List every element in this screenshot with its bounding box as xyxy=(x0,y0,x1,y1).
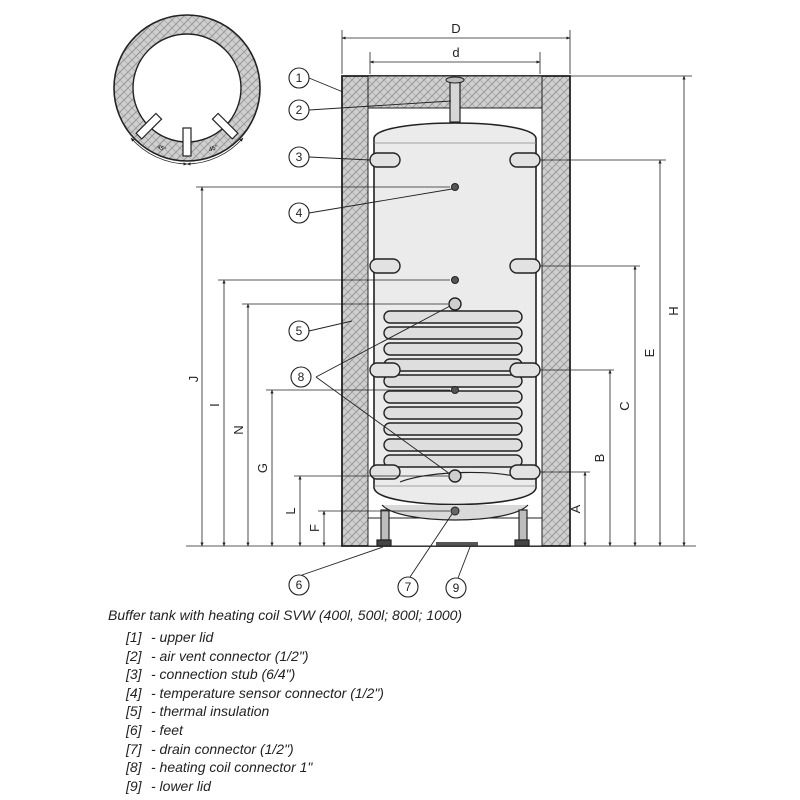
angle-label-left: 45° xyxy=(156,145,167,154)
lower-lid xyxy=(436,542,478,546)
legend-item-number: [6] xyxy=(126,721,142,738)
angle-label-right: 45° xyxy=(208,144,219,153)
legend-item-text: - air vent connector (1/2") xyxy=(151,647,309,664)
legend-item-text: - temperature sensor connector (1/2") xyxy=(151,684,384,701)
legend-item-number: [8] xyxy=(126,759,142,776)
legend-item-text: - upper lid xyxy=(151,629,214,645)
legend-item-text: - drain connector (1/2") xyxy=(151,740,294,757)
dim-label-d: d xyxy=(452,45,459,60)
callout-2 xyxy=(288,99,310,121)
legend-item-number: [2] xyxy=(126,647,142,664)
callout-8 xyxy=(290,366,312,388)
legend-item-number: [4] xyxy=(126,684,142,701)
feet xyxy=(376,509,530,547)
callout-number-9: 9 xyxy=(453,581,460,595)
legend-item-number: [9] xyxy=(126,777,142,794)
legend-item: [3] - connection stub (6/4") xyxy=(126,665,384,684)
dim-label-C: C xyxy=(617,401,632,410)
dim-label-A: A xyxy=(568,504,583,513)
dim-label-E: E xyxy=(642,348,657,357)
legend-item: [7] - drain connector (1/2") xyxy=(126,740,384,759)
callout-number-6: 6 xyxy=(296,578,303,592)
dim-label-N: N xyxy=(231,425,246,434)
callout-circles xyxy=(288,67,467,599)
legend-item-text: - feet xyxy=(151,721,183,738)
diagram-caption: Buffer tank with heating coil SVW (400l,… xyxy=(108,607,463,623)
dim-label-I: I xyxy=(207,403,222,407)
callout-number-4: 4 xyxy=(296,206,303,220)
dimension-lines xyxy=(186,30,696,547)
callout-6 xyxy=(288,574,310,596)
legend-item: [6] - feet xyxy=(126,721,384,740)
dimension-labels: D d H E C B A J I N G L F xyxy=(186,21,681,532)
air-vent-connector xyxy=(445,76,465,123)
legend-item: [5] - thermal insulation xyxy=(126,702,384,721)
legend-item: [9] - lower lid xyxy=(126,777,384,796)
temperature-sensor-connectors xyxy=(451,183,459,394)
legend-item-text: - lower lid xyxy=(151,777,211,794)
callout-3 xyxy=(288,146,310,168)
tank-section xyxy=(341,75,571,547)
dim-label-H: H xyxy=(666,306,681,315)
legend-item-text: - heating coil connector 1" xyxy=(151,759,313,776)
callout-leaders xyxy=(301,77,471,579)
legend-item-text: - connection stub (6/4") xyxy=(151,666,296,683)
legend-item-number: [3] xyxy=(126,666,142,683)
dim-label-F: F xyxy=(307,524,322,532)
callout-number-8: 8 xyxy=(298,370,305,384)
top-view-plan: 45° 45° xyxy=(113,14,261,166)
legend-item: [2] - air vent connector (1/2") xyxy=(126,647,384,666)
legend-item-number: [5] xyxy=(126,703,142,720)
heating-coil-connectors xyxy=(448,297,462,483)
dim-label-L: L xyxy=(283,507,298,514)
drain-connector xyxy=(450,506,460,516)
dim-label-B: B xyxy=(592,454,607,463)
legend-item-number: [7] xyxy=(126,740,142,757)
buffer-tank-diagram: 45° 45° xyxy=(113,14,696,599)
callout-9 xyxy=(445,577,467,599)
callout-number-2: 2 xyxy=(296,103,303,117)
callout-number-7: 7 xyxy=(405,580,412,594)
callout-number-5: 5 xyxy=(296,324,303,338)
legend-list: [1] - upper lid [2] - air vent connector (… xyxy=(126,628,384,795)
dim-label-D: D xyxy=(451,21,460,36)
dim-label-J: J xyxy=(186,376,201,383)
legend-item-text: - thermal insulation xyxy=(151,703,270,720)
connection-stubs xyxy=(369,152,541,480)
callout-number-3: 3 xyxy=(296,150,303,164)
callout-number-1: 1 xyxy=(296,71,303,85)
callout-7 xyxy=(397,576,419,598)
legend-item: [1] - upper lid xyxy=(126,628,384,647)
callout-5 xyxy=(288,320,310,342)
legend-item: [8] - heating coil connector 1" xyxy=(126,758,384,777)
callout-numbers: 1 2 3 4 5 6 7 8 9 xyxy=(296,71,460,595)
callout-4 xyxy=(288,202,310,224)
legend-item: [4] - temperature sensor connector (1/2") xyxy=(126,684,384,703)
legend-item-number: [1] xyxy=(126,629,142,645)
callout-1 xyxy=(288,67,310,89)
dim-label-G: G xyxy=(255,463,270,473)
heating-coil xyxy=(383,310,523,483)
